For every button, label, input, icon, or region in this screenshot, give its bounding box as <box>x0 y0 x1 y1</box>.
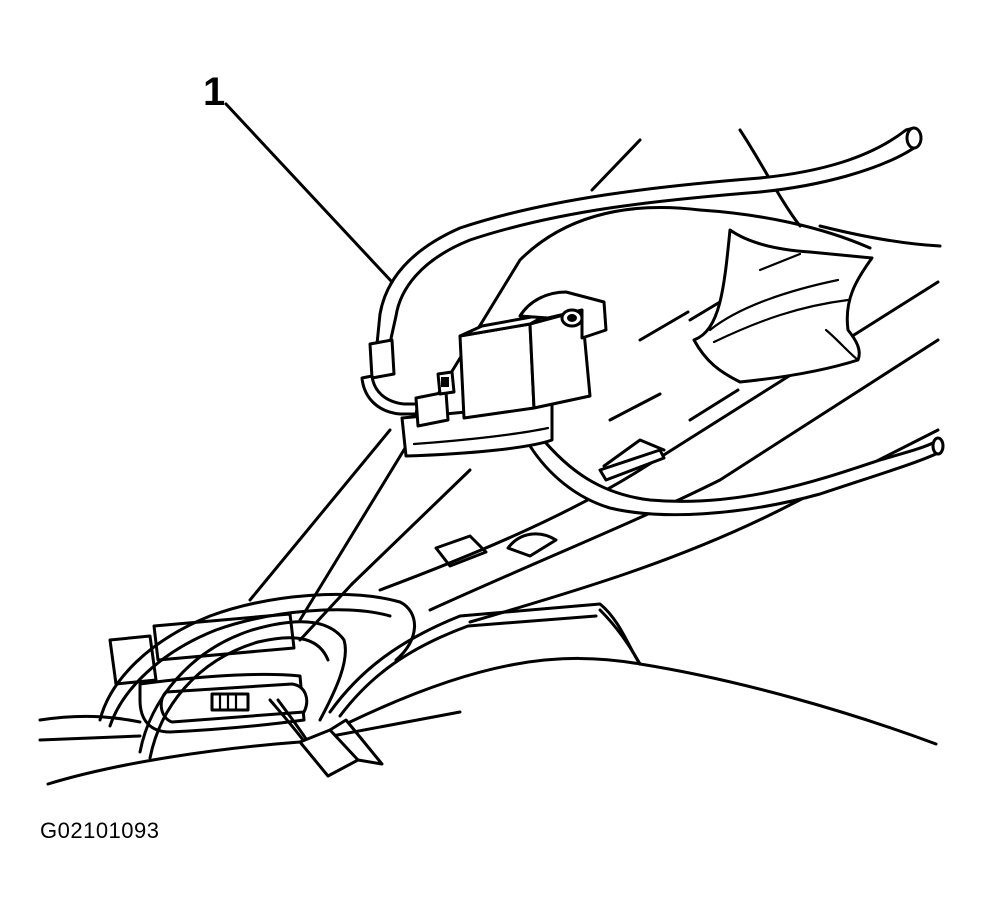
support-rail <box>248 128 942 642</box>
rail-slots <box>434 438 666 568</box>
wiring-harness-upper <box>360 126 945 517</box>
callout-leader-line <box>224 102 394 284</box>
relay-module <box>400 290 608 458</box>
wiring-harness-lower <box>98 593 642 778</box>
insulation-pad <box>692 228 874 384</box>
callout-label: 1 <box>203 70 226 114</box>
figure-id: G02101093 <box>40 818 160 843</box>
